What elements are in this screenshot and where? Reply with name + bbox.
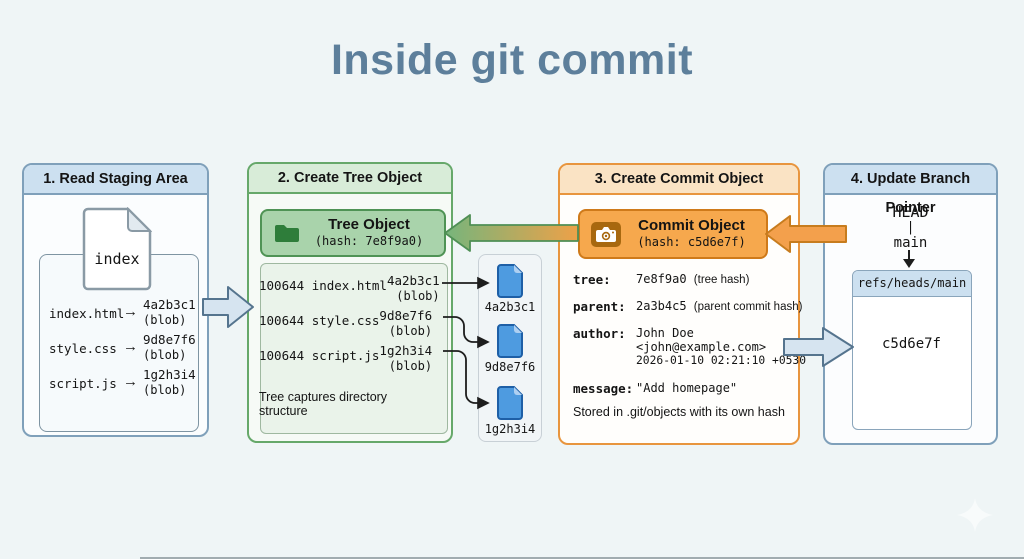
blob-type-label: (blob)	[388, 323, 433, 338]
commit-object-title: Commit Object	[638, 217, 745, 234]
field-label: parent:	[573, 299, 626, 314]
bottom-edge-line	[140, 557, 1024, 559]
panel3-header: 3. Create Commit Object	[560, 165, 798, 195]
blob-type-label: (blob)	[143, 312, 187, 327]
commit-field-tree: tree: 7e8f9a0 (tree hash)	[573, 272, 791, 287]
head-label: HEAD	[892, 203, 929, 221]
ref-commit-hash: c5d6e7f	[881, 336, 941, 352]
field-label: author:	[573, 326, 626, 341]
commit-field-author: author: John Doe <john@example.com> 2026…	[573, 326, 806, 368]
file-name: script.js	[311, 348, 380, 363]
blob-object: 9d8e7f6	[478, 324, 542, 374]
file-name: index.html	[49, 306, 125, 321]
file-name: style.css	[49, 341, 117, 356]
panel2-header: 2. Create Tree Object	[249, 164, 451, 194]
maps-to-arrow-icon: →	[123, 373, 138, 390]
blob-hash: 1g2h3i4	[484, 422, 536, 436]
tree-entries-box	[260, 263, 448, 434]
ref-path-label: refs/heads/main	[853, 271, 971, 297]
panel-read-staging-area: 1. Read Staging Area index index.html → …	[22, 163, 209, 437]
tree-caption: Tree captures directory structure	[259, 390, 388, 418]
field-note: (parent commit hash)	[693, 301, 803, 313]
file-name: index.html	[311, 278, 387, 293]
commit-caption: Stored in .git/objects with its own hash	[573, 405, 785, 419]
staging-row: script.js → 1g2h3i4 (blob)	[49, 367, 209, 400]
index-file-icon	[82, 207, 152, 291]
sparkle-icon	[957, 498, 993, 532]
tree-entry-row: 100644 style.css 9d8e7f6 (blob)	[259, 308, 432, 338]
commit-object-hash: (hash: c5d6e7f)	[637, 235, 746, 249]
author-email: <john@example.com>	[636, 340, 767, 354]
tree-object-hash: (hash: 7e8f9a0)	[314, 234, 424, 248]
blob-file-icon	[497, 386, 523, 420]
commit-field-message: message: "Add homepage"	[573, 381, 791, 396]
staging-row: style.css → 9d8e7f6 (blob)	[49, 332, 209, 365]
author-name: John Doe	[636, 326, 694, 340]
panel4-header: 4. Update Branch Pointer	[825, 165, 996, 216]
maps-to-arrow-icon: →	[123, 338, 138, 355]
blob-file-icon	[497, 324, 523, 358]
file-name: script.js	[49, 376, 117, 391]
blob-type-label: (blob)	[143, 347, 187, 362]
blob-hash: 9d8e7f6	[484, 360, 536, 374]
file-mode: 100644	[259, 313, 305, 328]
maps-to-arrow-icon: →	[123, 303, 138, 320]
author-date: 2026-01-10 02:21:10 +0530	[636, 354, 807, 367]
blob-hash: 4a2b3c1	[143, 297, 196, 312]
file-mode: 100644	[259, 278, 305, 293]
blob-type-label: (blob)	[396, 288, 440, 303]
staging-row: index.html → 4a2b3c1 (blob)	[49, 297, 209, 330]
folder-icon	[275, 225, 299, 242]
blob-hash: 4a2b3c1	[484, 300, 536, 314]
blob-hash: 1g2h3i4	[379, 343, 433, 358]
arrow-staging-to-tree-icon	[202, 286, 254, 328]
blob-hash: 1g2h3i4	[143, 367, 196, 382]
blob-file-icon	[497, 264, 523, 298]
blob-hash: 9d8e7f6	[143, 332, 196, 347]
blob-object: 4a2b3c1	[478, 264, 542, 314]
field-note: (tree hash)	[693, 274, 750, 286]
field-label: message:	[573, 381, 634, 396]
panel-create-tree-object: 2. Create Tree Object Tree Object (hash:…	[247, 162, 453, 443]
panel-create-commit-object: 3. Create Commit Object Commit Object (h…	[558, 163, 806, 445]
tree-entry-row: 100644 index.html 4a2b3c1 (blob)	[259, 273, 440, 303]
field-value: 7e8f9a0	[636, 272, 694, 286]
field-value: "Add homepage"	[636, 381, 738, 395]
file-name: style.css	[311, 313, 380, 328]
blob-type-label: (blob)	[388, 358, 433, 373]
blob-hash: 9d8e7f6	[379, 308, 433, 323]
field-value: 2a3b4c5	[636, 299, 694, 313]
head-main-link: |	[906, 220, 915, 235]
field-label: tree:	[573, 272, 611, 287]
panel1-header: 1. Read Staging Area	[24, 165, 207, 195]
branch-label: main	[893, 235, 928, 251]
camera-icon	[591, 221, 621, 247]
blob-type-label: (blob)	[143, 382, 187, 397]
blob-hash: 4a2b3c1	[386, 273, 440, 288]
commit-object-box: Commit Object (hash: c5d6e7f)	[578, 209, 768, 259]
tree-entry-row: 100644 script.js 1g2h3i4 (blob)	[259, 343, 432, 373]
panel-update-branch-pointer: 4. Update Branch Pointer HEAD | main ref…	[823, 163, 998, 445]
blob-object: 1g2h3i4	[478, 386, 542, 436]
file-mode: 100644	[259, 348, 305, 363]
page-title: Inside git commit	[330, 36, 694, 84]
index-file-label: index	[94, 250, 140, 268]
commit-field-parent: parent: 2a3b4c5 (parent commit hash)	[573, 299, 802, 314]
ref-box: refs/heads/main c5d6e7f	[852, 270, 972, 430]
tree-object-box: Tree Object (hash: 7e8f9a0)	[260, 209, 446, 257]
tree-object-title: Tree Object	[328, 216, 410, 233]
